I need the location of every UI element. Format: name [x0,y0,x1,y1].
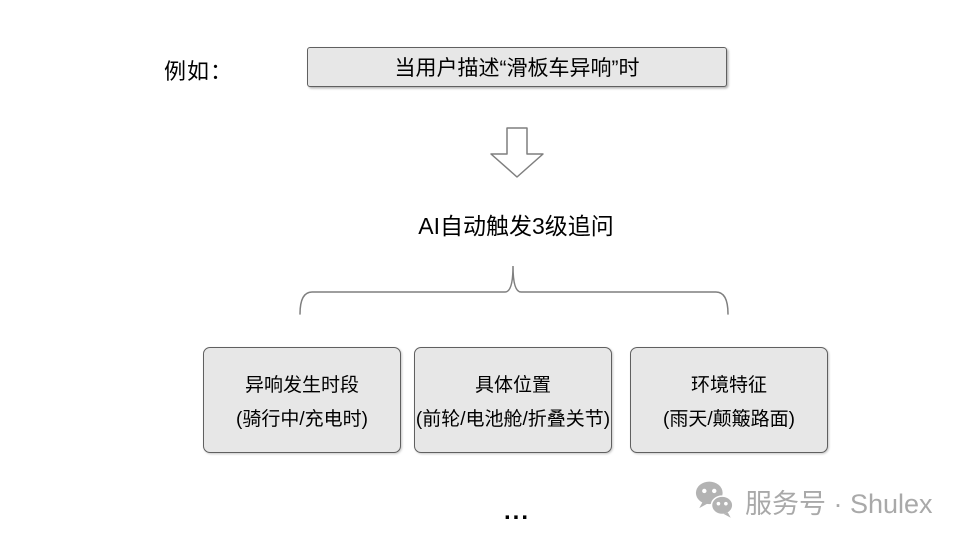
down-arrow-icon [490,127,544,178]
question-subtitle: (雨天/颠簸路面) [663,408,795,430]
question-title: 具体位置 [474,374,551,396]
more-items-ellipsis: ... [503,498,530,525]
question-title: 异响发生时段 [244,374,359,396]
question-box-location: 具体位置 (前轮/电池舱/折叠关节) [414,347,612,453]
trigger-condition-box: 当用户描述“滑板车异响”时 [307,47,727,87]
question-subtitle: (骑行中/充电时) [236,408,368,430]
example-label: 例如： [164,59,234,84]
watermark-text: 服务号 · Shulex [745,488,933,519]
trigger-condition-text: 当用户描述“滑板车异响”时 [394,57,640,80]
watermark: 服务号 · Shulex [694,479,933,523]
wechat-icon [695,481,734,518]
brace-connector [299,265,729,315]
ai-heading: AI自动触发3级追问 [418,213,614,239]
question-subtitle: (前轮/电池舱/折叠关节) [415,408,611,430]
question-box-environment: 环境特征 (雨天/颠簸路面) [630,347,828,453]
question-box-time: 异响发生时段 (骑行中/充电时) [203,347,401,453]
question-title: 环境特征 [690,374,767,396]
